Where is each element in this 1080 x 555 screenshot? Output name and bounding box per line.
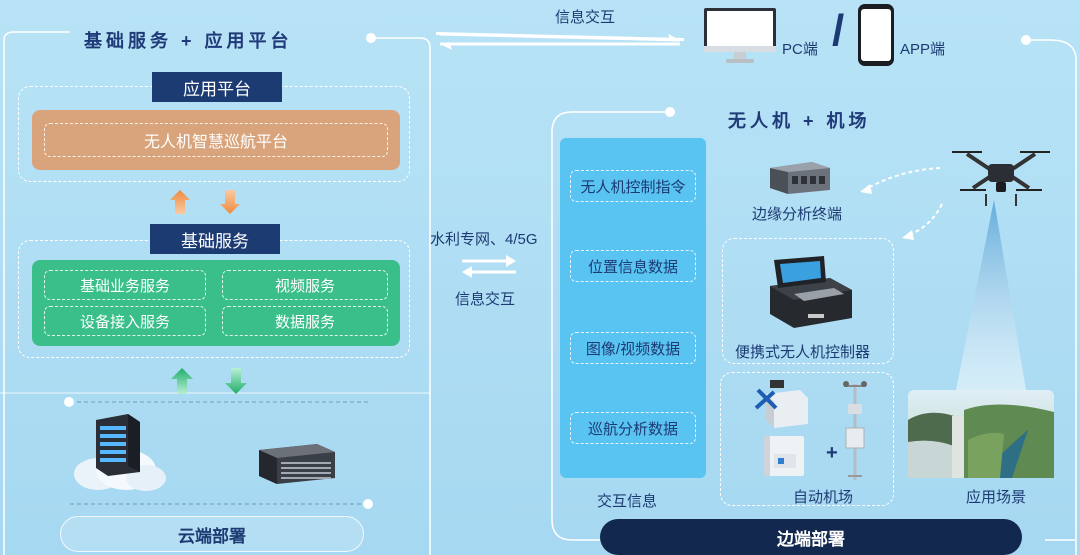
scene-photo-icon — [908, 390, 1054, 478]
service-device-access: 设备接入服务 — [44, 306, 206, 336]
server-cloud-icon — [74, 414, 166, 491]
middle-exchange-label: 信息交互 — [455, 291, 516, 308]
phone-icon — [858, 4, 894, 66]
airport-box-open-icon — [754, 380, 808, 428]
interaction-column — [560, 138, 706, 478]
service-video: 视频服务 — [222, 270, 388, 300]
scene-label: 应用场景 — [966, 489, 1027, 506]
swap-arrows-icon — [462, 255, 516, 278]
orange-arrows-icon — [170, 190, 240, 214]
top-exchange-label: 信息交互 — [555, 9, 616, 26]
airport-plus: + — [826, 442, 838, 464]
drone-icon — [952, 151, 1050, 206]
cloud-frame — [0, 31, 431, 555]
service-data: 数据服务 — [222, 306, 388, 336]
edge-terminal-label: 边缘分析终端 — [752, 206, 843, 223]
green-arrows-icon — [171, 368, 247, 394]
edge-terminal-icon — [770, 162, 830, 194]
platform-box — [32, 110, 400, 170]
interaction-caption: 交互信息 — [597, 493, 658, 510]
top-swap-arrows-icon — [436, 32, 684, 50]
network-label: 水利专网、4/5G — [430, 231, 538, 248]
client-separator: / — [832, 6, 845, 55]
service-basic-business: 基础业务服务 — [44, 270, 206, 300]
app-label: APP端 — [900, 41, 946, 58]
data-item-location: 位置信息数据 — [570, 250, 696, 282]
edge-footer-label: 边端部署 — [600, 519, 1022, 555]
platform-name: 无人机智慧巡航平台 — [44, 123, 388, 157]
beam-shape — [956, 200, 1026, 390]
cloud-footer-label: 云端部署 — [60, 516, 364, 552]
cloud-title: 基础服务 + 应用平台 — [84, 31, 293, 51]
airport-label: 自动机场 — [793, 489, 854, 506]
weather-station-icon — [843, 381, 867, 480]
app-platform-tab: 应用平台 — [152, 72, 282, 102]
services-box — [32, 260, 400, 346]
controller-case-icon — [770, 256, 852, 328]
airport-frame — [720, 372, 894, 506]
basic-service-tab: 基础服务 — [150, 224, 280, 254]
link-arrows-icon — [860, 167, 943, 240]
pc-label: PC端 — [782, 41, 818, 58]
controller-frame — [722, 238, 894, 364]
data-item-image-video: 图像/视频数据 — [570, 332, 696, 364]
server-rack-icon — [259, 444, 335, 484]
edge-frame — [551, 35, 1077, 555]
monitor-icon — [704, 8, 776, 63]
edge-title: 无人机 + 机场 — [728, 111, 871, 131]
data-item-control: 无人机控制指令 — [570, 170, 696, 202]
airport-box-icon — [764, 436, 804, 476]
controller-label: 便携式无人机控制器 — [735, 344, 871, 361]
data-item-analysis: 巡航分析数据 — [570, 412, 696, 444]
